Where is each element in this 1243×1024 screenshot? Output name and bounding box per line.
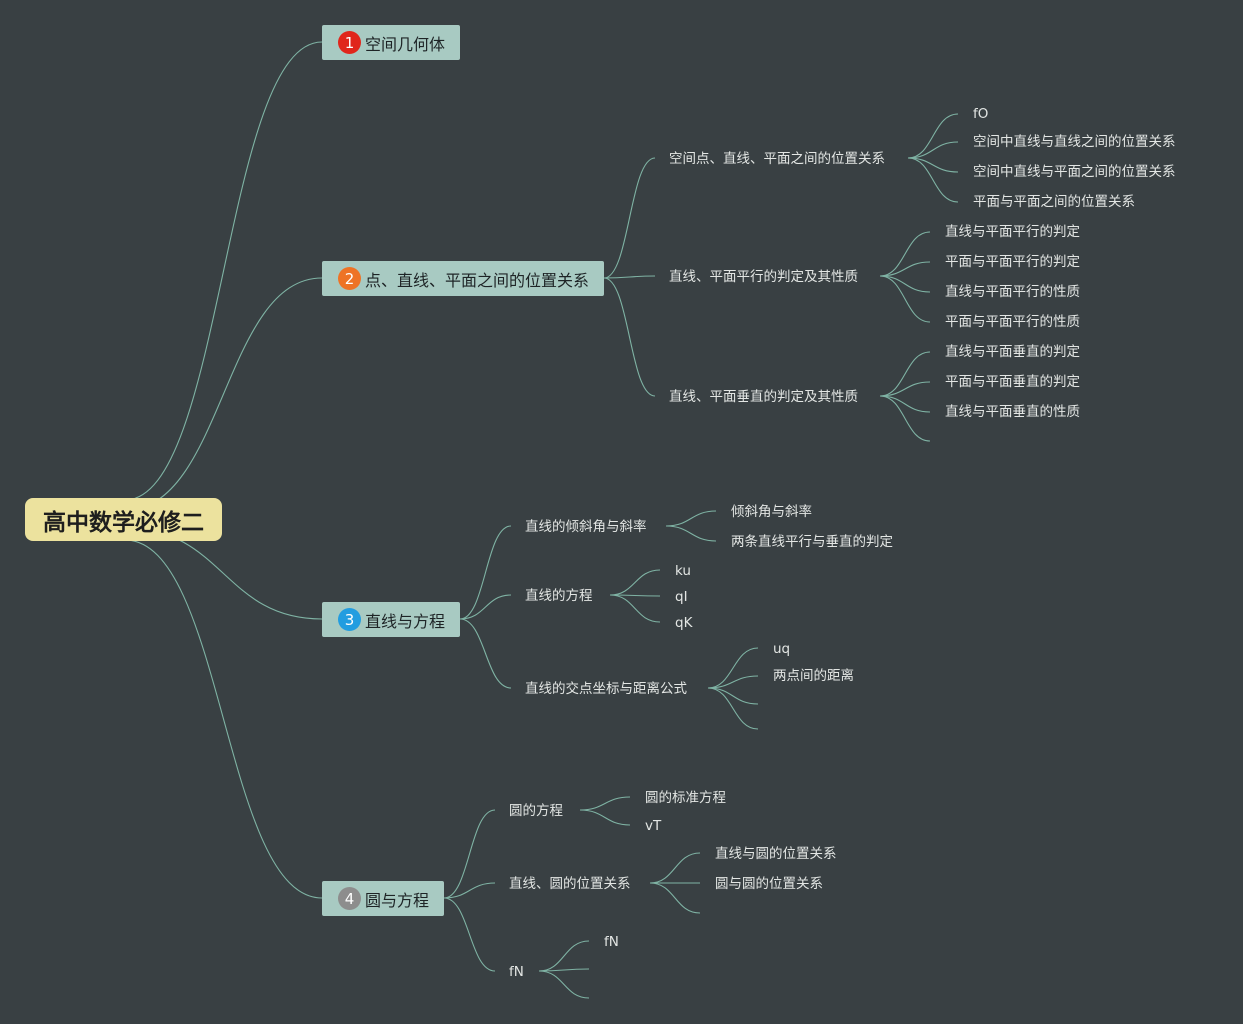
connector-10 bbox=[907, 157, 959, 203]
leaf-3-2-1[interactable]: ku bbox=[675, 563, 691, 579]
root-topic[interactable]: 高中数学必修二 bbox=[25, 498, 222, 541]
subtopic-3-2[interactable]: 直线的方程 bbox=[525, 588, 593, 604]
connector-23 bbox=[665, 525, 717, 542]
branch-4[interactable]: 4 圆与方程 bbox=[322, 881, 444, 916]
connector-29 bbox=[707, 687, 759, 705]
connector-41 bbox=[538, 970, 590, 999]
subtopic-2-1[interactable]: 空间点、直线、平面之间的位置关系 bbox=[669, 151, 885, 167]
connector-6 bbox=[603, 277, 656, 397]
connector-13 bbox=[879, 275, 931, 293]
subtopic-2-3[interactable]: 直线、平面垂直的判定及其性质 bbox=[669, 389, 858, 405]
connector-22 bbox=[665, 510, 717, 527]
branch-2[interactable]: 2 点、直线、平面之间的位置关系 bbox=[322, 261, 604, 296]
connector-17 bbox=[879, 395, 931, 413]
connector-40 bbox=[538, 968, 590, 972]
connector-32 bbox=[443, 882, 496, 899]
connector-27 bbox=[707, 647, 759, 689]
subtopic-3-3[interactable]: 直线的交点坐标与距离公式 bbox=[525, 681, 687, 697]
connector-34 bbox=[579, 796, 631, 811]
leaf-2-1-1[interactable]: fO bbox=[973, 106, 989, 122]
connector-35 bbox=[579, 809, 631, 826]
branch-4-label: 圆与方程 bbox=[365, 890, 430, 910]
connector-39 bbox=[538, 940, 590, 972]
leaf-2-3-2[interactable]: 平面与平面垂直的判定 bbox=[945, 374, 1080, 390]
branch-3-label: 直线与方程 bbox=[365, 611, 446, 631]
connector-20 bbox=[459, 594, 512, 620]
leaf-2-2-2[interactable]: 平面与平面平行的判定 bbox=[945, 254, 1080, 270]
badge-2: 2 bbox=[338, 267, 361, 290]
connector-11 bbox=[879, 231, 931, 277]
connector-33 bbox=[443, 897, 496, 972]
leaf-4-2-1[interactable]: 直线与圆的位置关系 bbox=[715, 846, 837, 862]
leaf-2-1-2[interactable]: 空间中直线与直线之间的位置关系 bbox=[973, 134, 1176, 150]
connector-1 bbox=[124, 277, 323, 511]
connector-38 bbox=[649, 882, 701, 914]
leaf-2-1-3[interactable]: 空间中直线与平面之间的位置关系 bbox=[973, 164, 1176, 180]
connector-3 bbox=[124, 539, 323, 899]
leaf-4-1-2[interactable]: vT bbox=[645, 818, 662, 834]
leaf-2-2-1[interactable]: 直线与平面平行的判定 bbox=[945, 224, 1080, 240]
connector-18 bbox=[879, 395, 931, 442]
connector-4 bbox=[603, 157, 656, 279]
connector-36 bbox=[649, 852, 701, 884]
badge-4: 4 bbox=[338, 887, 361, 910]
badge-1: 1 bbox=[338, 31, 361, 54]
leaf-2-2-4[interactable]: 平面与平面平行的性质 bbox=[945, 314, 1080, 330]
leaf-2-3-3[interactable]: 直线与平面垂直的性质 bbox=[945, 404, 1080, 420]
leaf-2-1-4[interactable]: 平面与平面之间的位置关系 bbox=[973, 194, 1135, 210]
branch-1[interactable]: 1 空间几何体 bbox=[322, 25, 460, 60]
leaf-3-2-2[interactable]: qI bbox=[675, 589, 688, 605]
connector-12 bbox=[879, 261, 931, 277]
badge-3: 3 bbox=[338, 608, 361, 631]
subtopic-4-1[interactable]: 圆的方程 bbox=[509, 803, 563, 819]
leaf-4-2-2[interactable]: 圆与圆的位置关系 bbox=[715, 876, 823, 892]
subtopic-2-2[interactable]: 直线、平面平行的判定及其性质 bbox=[669, 269, 858, 285]
branch-3[interactable]: 3 直线与方程 bbox=[322, 602, 460, 637]
branch-1-label: 空间几何体 bbox=[365, 34, 446, 54]
leaf-4-1-1[interactable]: 圆的标准方程 bbox=[645, 790, 726, 806]
leaf-2-2-3[interactable]: 直线与平面平行的性质 bbox=[945, 284, 1080, 300]
connector-15 bbox=[879, 351, 931, 397]
connector-30 bbox=[707, 687, 759, 730]
leaf-4-3-1[interactable]: fN bbox=[604, 934, 619, 950]
leaf-3-1-1[interactable]: 倾斜角与斜率 bbox=[731, 504, 812, 520]
leaf-3-2-3[interactable]: qK bbox=[675, 615, 693, 631]
connector-24 bbox=[609, 569, 661, 596]
connector-31 bbox=[443, 809, 496, 899]
connector-19 bbox=[459, 525, 512, 620]
connector-7 bbox=[907, 113, 959, 159]
subtopic-4-3[interactable]: fN bbox=[509, 964, 524, 980]
connector-28 bbox=[707, 675, 759, 689]
connector-8 bbox=[907, 141, 959, 159]
connector-5 bbox=[603, 275, 656, 279]
connector-14 bbox=[879, 275, 931, 323]
leaf-2-3-1[interactable]: 直线与平面垂直的判定 bbox=[945, 344, 1080, 360]
connector-21 bbox=[459, 618, 512, 689]
subtopic-3-1[interactable]: 直线的倾斜角与斜率 bbox=[525, 519, 647, 535]
connector-2 bbox=[124, 527, 323, 620]
subtopic-4-2[interactable]: 直线、圆的位置关系 bbox=[509, 876, 631, 892]
branch-2-label: 点、直线、平面之间的位置关系 bbox=[365, 270, 590, 290]
leaf-3-1-2[interactable]: 两条直线平行与垂直的判定 bbox=[731, 534, 893, 550]
leaf-3-3-1[interactable]: uq bbox=[773, 641, 791, 657]
connector-0 bbox=[124, 41, 323, 501]
leaf-3-3-2[interactable]: 两点间的距离 bbox=[773, 668, 854, 684]
connector-16 bbox=[879, 381, 931, 397]
connector-26 bbox=[609, 594, 661, 623]
